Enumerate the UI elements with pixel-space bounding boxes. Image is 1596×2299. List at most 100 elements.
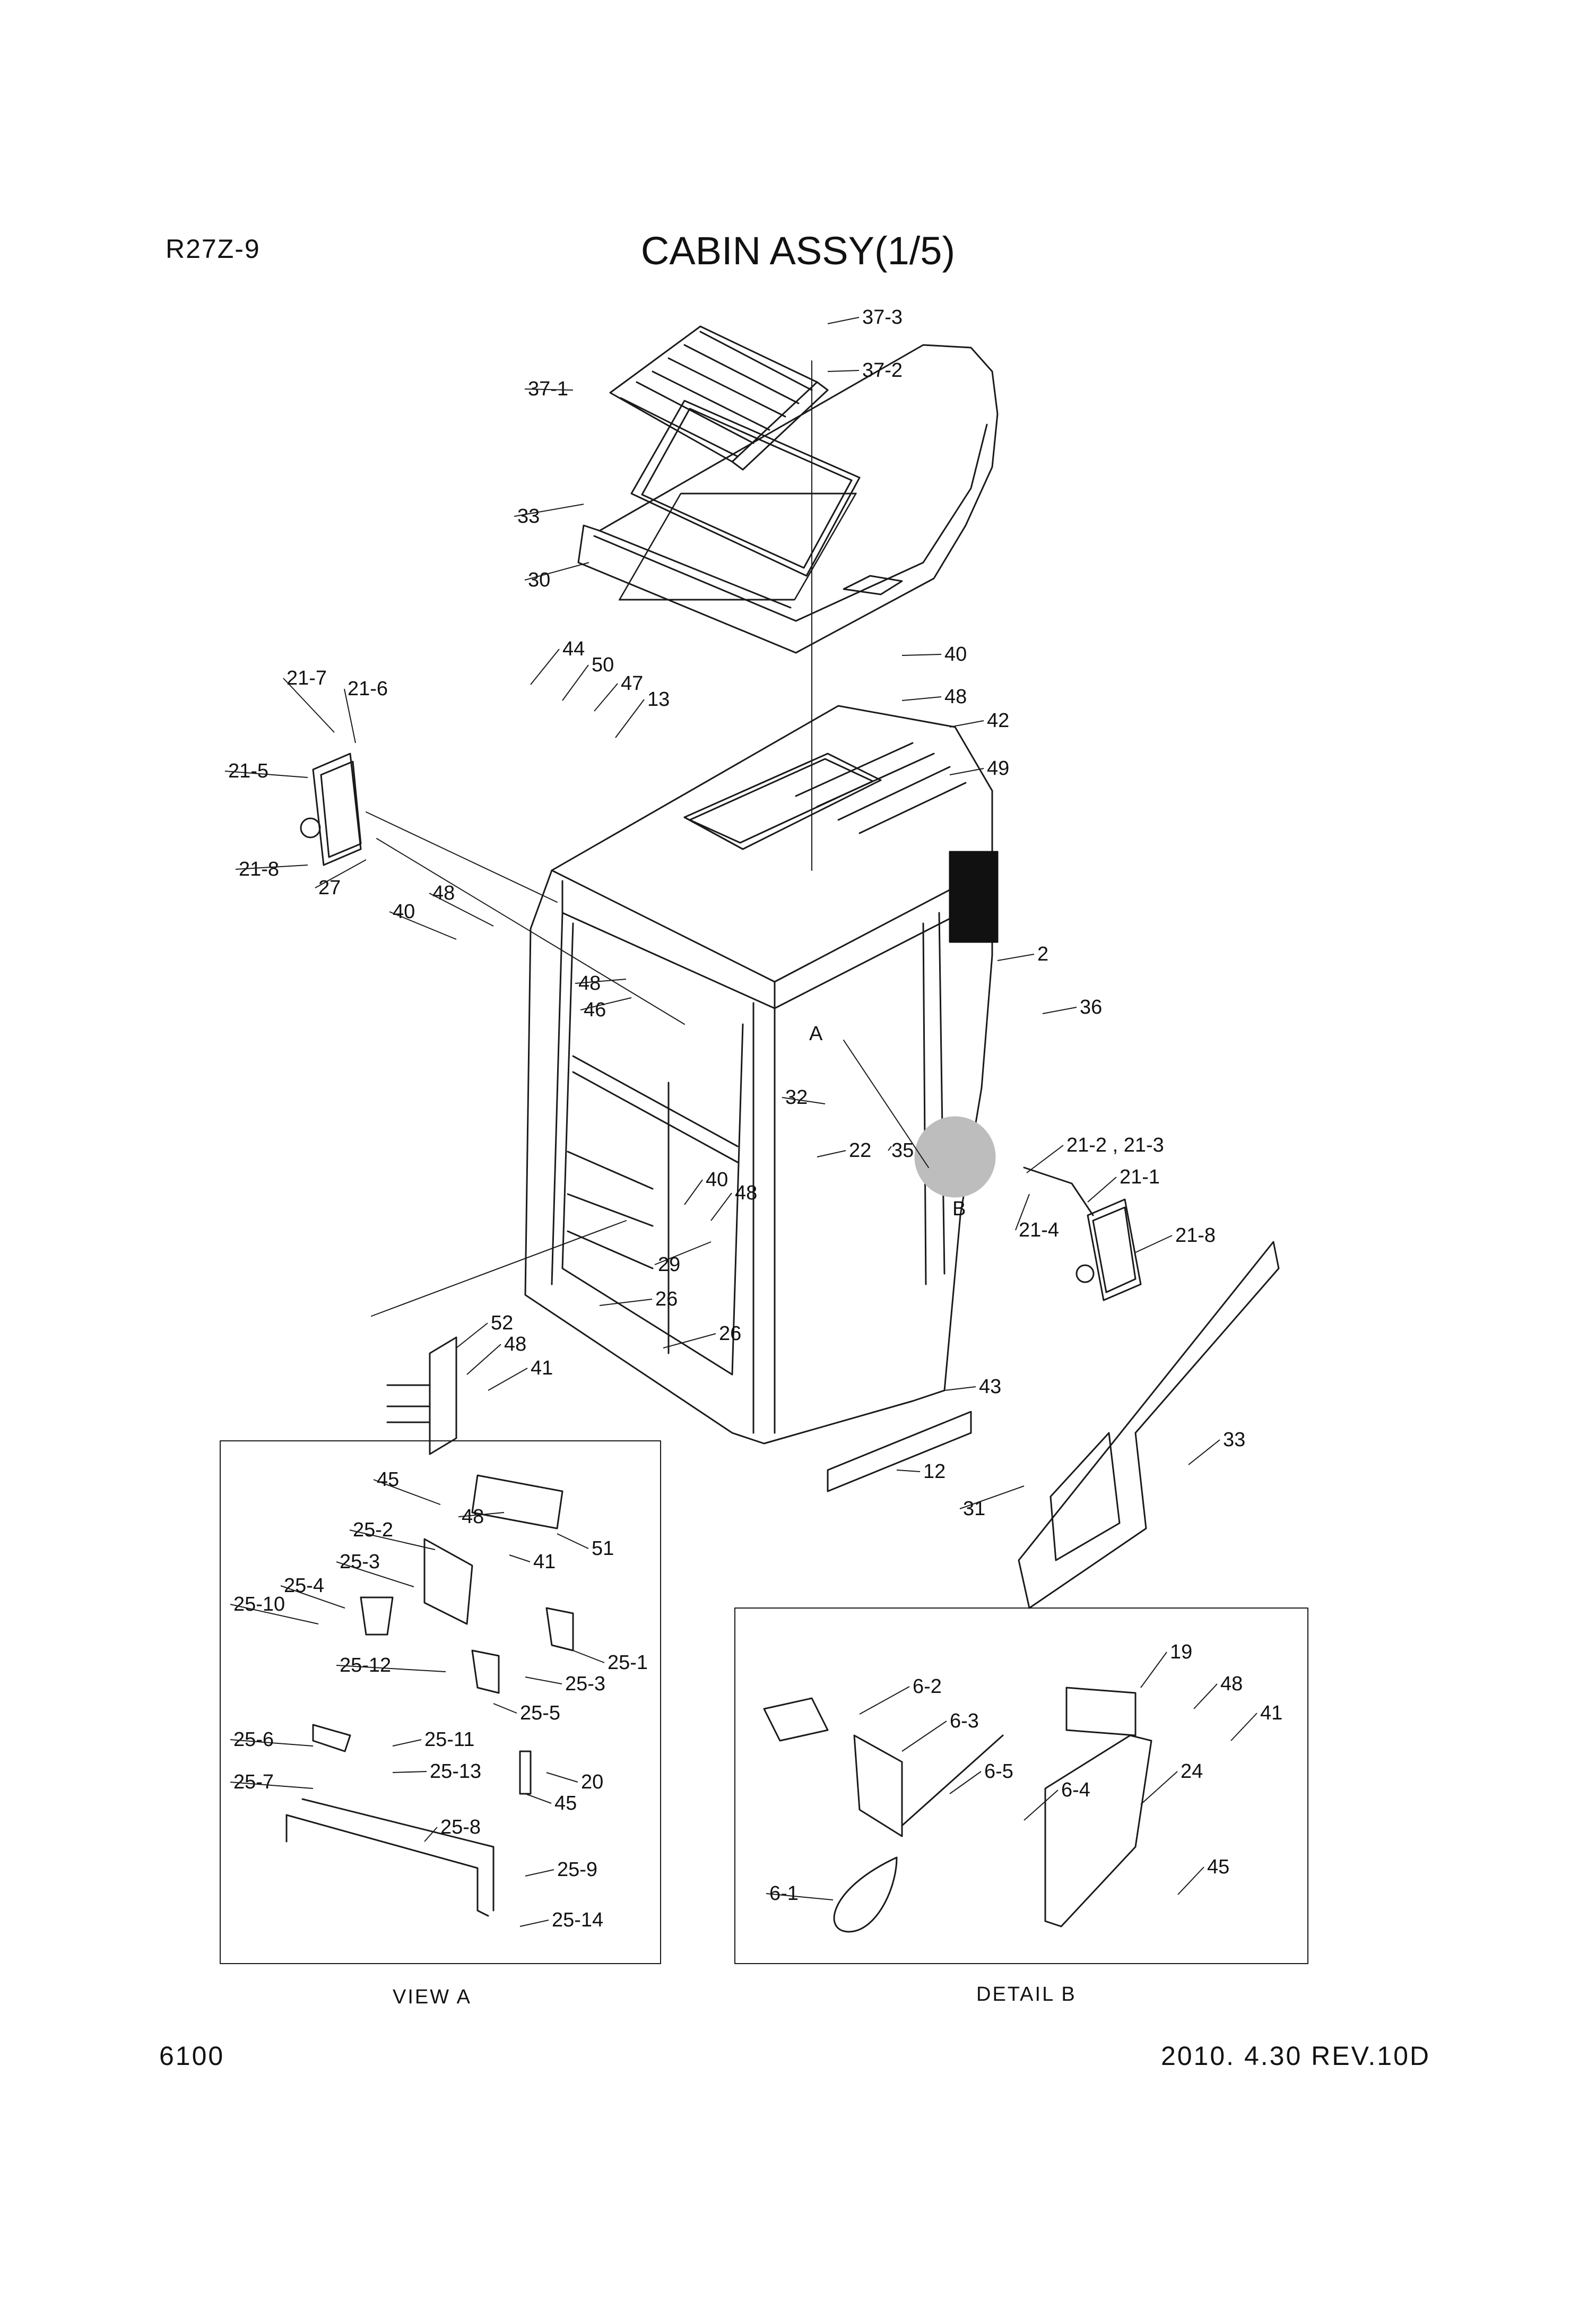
leader-line — [766, 1893, 834, 1900]
leader-line — [524, 562, 589, 581]
callout-main-5: 40 — [944, 643, 967, 666]
revision-stamp: 2010. 4.30 REV.10D — [1160, 2041, 1430, 2071]
leader-line — [1042, 1007, 1077, 1014]
callout-view_a-4: 41 — [533, 1551, 556, 1573]
leader-line — [710, 1192, 732, 1221]
mirror-right — [1023, 1166, 1142, 1301]
cabin-frame — [524, 705, 993, 1445]
leader-line — [663, 1333, 716, 1349]
leader-line — [373, 1479, 441, 1505]
step-plate — [827, 1411, 972, 1492]
callout-main-11: 47 — [621, 672, 643, 695]
leader-line — [1193, 1683, 1218, 1709]
callout-main-19: 40 — [393, 901, 415, 923]
leader-line — [1140, 1771, 1178, 1805]
leader-line — [827, 370, 860, 372]
callout-view_a-15: 25-13 — [430, 1760, 481, 1783]
leader-line — [525, 1676, 562, 1684]
callout-main-16: 21-8 — [239, 858, 279, 880]
callout-view_a-17: 45 — [554, 1792, 577, 1814]
callout-main-1: 37-2 — [862, 359, 903, 382]
detail-b-marker: B — [952, 1198, 966, 1220]
leader-line — [392, 1739, 422, 1747]
callout-view_a-20: 25-14 — [552, 1909, 603, 1931]
leader-line — [458, 1512, 505, 1517]
callout-main-37: 48 — [504, 1333, 526, 1355]
callout-view_a-8: 25-1 — [608, 1652, 648, 1674]
callout-main-39: 43 — [979, 1376, 1001, 1398]
leader-line — [580, 997, 632, 1010]
callout-detail_b-0: 19 — [1170, 1641, 1192, 1663]
callout-main-10: 50 — [592, 654, 614, 676]
callout-view_a-7: 25-10 — [233, 1593, 285, 1615]
leader-line — [392, 1771, 427, 1773]
leader-line — [575, 979, 627, 984]
leader-line — [389, 911, 457, 940]
leader-line — [530, 649, 560, 685]
callout-main-8: 49 — [987, 757, 1009, 780]
leader-line — [336, 1561, 414, 1587]
callout-main-34: 26 — [655, 1288, 678, 1310]
frame-black-tape — [949, 851, 999, 943]
callout-view_a-19: 25-9 — [557, 1859, 597, 1881]
callout-detail_b-9: 6-1 — [769, 1882, 799, 1905]
leader-line — [466, 1344, 501, 1375]
leader-line — [949, 1771, 982, 1794]
callout-main-20: 2 — [1037, 943, 1048, 965]
leader-line — [615, 699, 645, 738]
leader-line — [509, 1554, 531, 1562]
leader-line — [1188, 1439, 1220, 1465]
leader-line — [546, 1772, 578, 1783]
detail-b-circle — [914, 1116, 996, 1198]
leader-line — [283, 678, 335, 733]
callout-detail_b-7: 6-4 — [1061, 1779, 1090, 1801]
callout-view_a-9: 25-12 — [340, 1654, 391, 1676]
callout-main-4: 30 — [528, 569, 550, 591]
callout-view_a-11: 25-5 — [520, 1702, 560, 1724]
callout-main-28: 21-1 — [1120, 1166, 1160, 1188]
callout-view_a-12: 25-6 — [233, 1728, 274, 1751]
leader-line — [1177, 1866, 1204, 1895]
leader-line — [525, 1793, 552, 1804]
callout-detail_b-5: 6-5 — [984, 1760, 1013, 1783]
page-number: 6100 — [159, 2041, 225, 2071]
leader-line — [654, 1241, 712, 1265]
callout-view_a-3: 25-2 — [353, 1519, 393, 1541]
leader-line — [456, 1323, 488, 1349]
leader-line — [949, 720, 984, 728]
leader-line — [230, 1739, 314, 1747]
callout-view_a-16: 20 — [581, 1771, 603, 1793]
callout-main-29: 21-4 — [1019, 1219, 1059, 1241]
callout-main-30: 21-8 — [1175, 1224, 1216, 1247]
callout-main-21: 48 — [578, 972, 601, 995]
leader-line — [514, 504, 584, 517]
leader-line — [949, 768, 984, 775]
callout-main-26: 35 — [891, 1139, 914, 1162]
leader-line — [235, 865, 308, 870]
leader-line — [944, 1386, 976, 1391]
leader-line — [573, 1650, 605, 1663]
callout-detail_b-4: 6-3 — [950, 1710, 979, 1732]
side-panel — [1018, 1241, 1280, 1609]
leader-line — [684, 1179, 703, 1205]
callout-detail_b-2: 41 — [1260, 1702, 1282, 1724]
callout-view_a-18: 25-8 — [440, 1816, 481, 1838]
callout-main-27: 21-2 , 21-3 — [1066, 1134, 1164, 1156]
leader-line — [230, 1782, 314, 1789]
detail-b-parts — [763, 1687, 1152, 1933]
detail-b-frame — [734, 1607, 1308, 1964]
leader-line — [599, 1299, 653, 1306]
callout-main-6: 48 — [944, 686, 967, 708]
callout-main-13: 21-7 — [287, 667, 327, 689]
callout-main-9: 44 — [562, 638, 585, 660]
callout-main-3: 33 — [517, 505, 540, 528]
callout-main-0: 37-3 — [862, 306, 903, 329]
model-number: R27Z-9 — [166, 234, 261, 264]
page-title: CABIN ASSY(1/5) — [640, 229, 956, 273]
leader-line — [1015, 1194, 1030, 1231]
leader-line — [997, 954, 1035, 961]
callout-main-12: 13 — [647, 688, 670, 711]
leader-line — [336, 1665, 446, 1672]
leader-line — [901, 654, 942, 656]
